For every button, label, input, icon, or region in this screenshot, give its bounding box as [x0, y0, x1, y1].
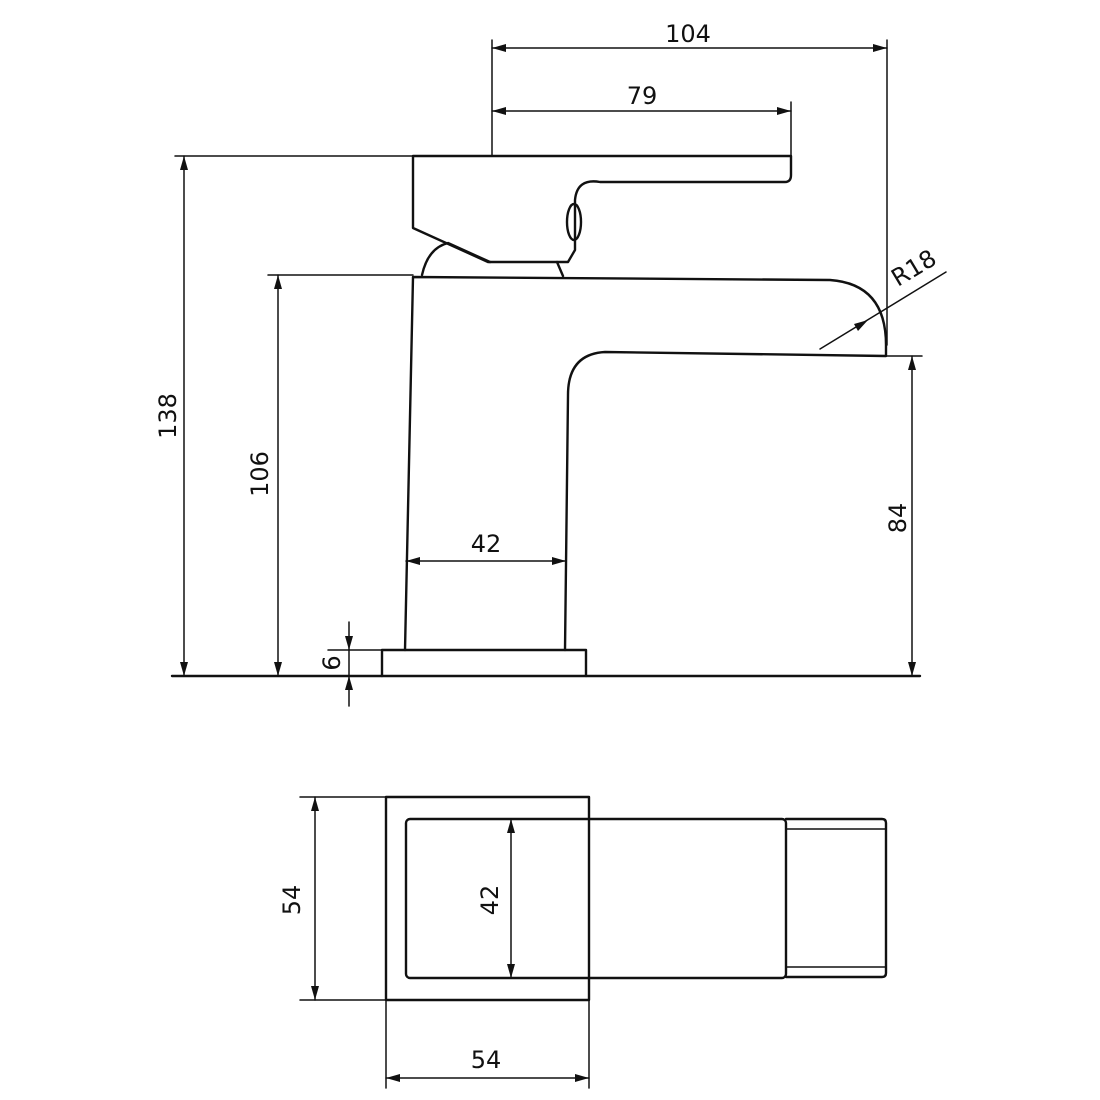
arrowhead	[507, 819, 515, 833]
arrowhead	[311, 797, 319, 811]
arrowhead	[180, 156, 188, 170]
top-view: 54 42 54	[278, 795, 888, 1089]
plan-spout-end	[784, 817, 888, 979]
dim-label-overall-width: 104	[665, 20, 711, 48]
dim-label-plan-body-depth: 42	[476, 885, 504, 916]
lever-base-neck	[555, 260, 565, 278]
side-view: 104 79 138 106 84 42 6	[154, 20, 947, 707]
dim-label-plan-base-width: 54	[471, 1046, 502, 1074]
arrowhead	[345, 636, 353, 650]
arrowhead	[492, 107, 506, 115]
arrowhead	[507, 964, 515, 978]
dim-label-lever-length: 79	[627, 82, 658, 110]
dim-label-spout-height: 84	[884, 503, 912, 534]
arrowhead	[406, 557, 420, 565]
arrowhead	[274, 662, 282, 676]
plan-body	[404, 817, 788, 980]
dim-label-body-width: 42	[471, 530, 502, 558]
arrowhead	[345, 676, 353, 690]
arrowhead	[908, 662, 916, 676]
arrowhead	[552, 557, 566, 565]
dim-label-plan-depth: 54	[278, 885, 306, 916]
arrowhead	[777, 107, 791, 115]
plan-base-plate	[384, 795, 591, 1002]
lever-pivot	[565, 202, 583, 242]
arrowhead	[274, 275, 282, 289]
arrowhead	[854, 320, 868, 331]
arrowhead	[873, 44, 887, 52]
dim-label-total-height: 138	[154, 393, 182, 439]
dim-leader-r18	[819, 271, 947, 350]
arrowhead	[908, 356, 916, 370]
lever-handle	[411, 154, 793, 264]
arrowhead	[311, 986, 319, 1000]
tap-body-outline	[403, 275, 888, 652]
dim-label-base-thickness: 6	[318, 655, 346, 670]
arrowhead	[575, 1074, 589, 1082]
dim-label-spout-radius: R18	[886, 244, 941, 292]
arrowhead	[492, 44, 506, 52]
arrowhead	[386, 1074, 400, 1082]
dim-label-body-height: 106	[246, 451, 274, 497]
arrowhead	[180, 662, 188, 676]
lever-base-dome	[420, 241, 492, 277]
base-plate	[380, 648, 588, 678]
